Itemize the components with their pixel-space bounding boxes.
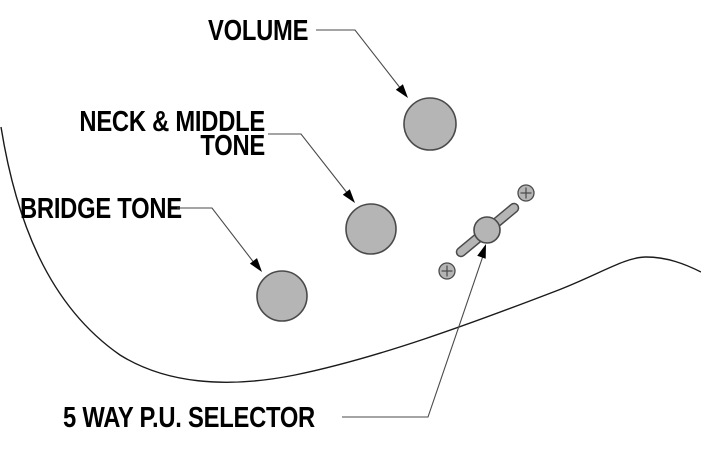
pickup-selector-arrowhead-icon: [477, 244, 486, 259]
selector-screw-bottom: [438, 262, 456, 280]
pickup-selector-leader-line: [342, 252, 485, 418]
neck-middle-tone-knob: [345, 203, 397, 255]
pickup-selector-switch: [438, 184, 535, 280]
neck-middle-tone-label-line1: NECK & MIDDLE: [79, 105, 265, 138]
neck-middle-tone-arrowhead-icon: [342, 189, 355, 203]
pickup-selector-callout: 5 WAY P.U. SELECTOR: [63, 184, 535, 434]
selector-screw-top: [517, 184, 535, 202]
volume-callout: VOLUME: [208, 14, 457, 151]
bridge-tone-arrowhead-icon: [249, 258, 262, 272]
neck-middle-tone-callout: NECK & MIDDLE TONE: [79, 105, 397, 255]
selector-knob: [473, 216, 501, 244]
neck-middle-tone-label-line2: TONE: [200, 129, 265, 162]
bridge-tone-callout: BRIDGE TONE: [20, 192, 308, 322]
guitar-body-outline: [0, 126, 701, 383]
volume-arrowhead-icon: [395, 84, 408, 98]
bridge-tone-leader-line: [177, 207, 256, 265]
bridge-tone-label: BRIDGE TONE: [20, 192, 182, 225]
volume-leader-line: [316, 29, 402, 90]
volume-label: VOLUME: [208, 14, 308, 47]
volume-knob: [403, 97, 457, 151]
pickup-selector-label: 5 WAY P.U. SELECTOR: [63, 401, 315, 434]
neck-middle-tone-leader-line: [268, 133, 349, 195]
bridge-tone-knob: [256, 270, 308, 322]
